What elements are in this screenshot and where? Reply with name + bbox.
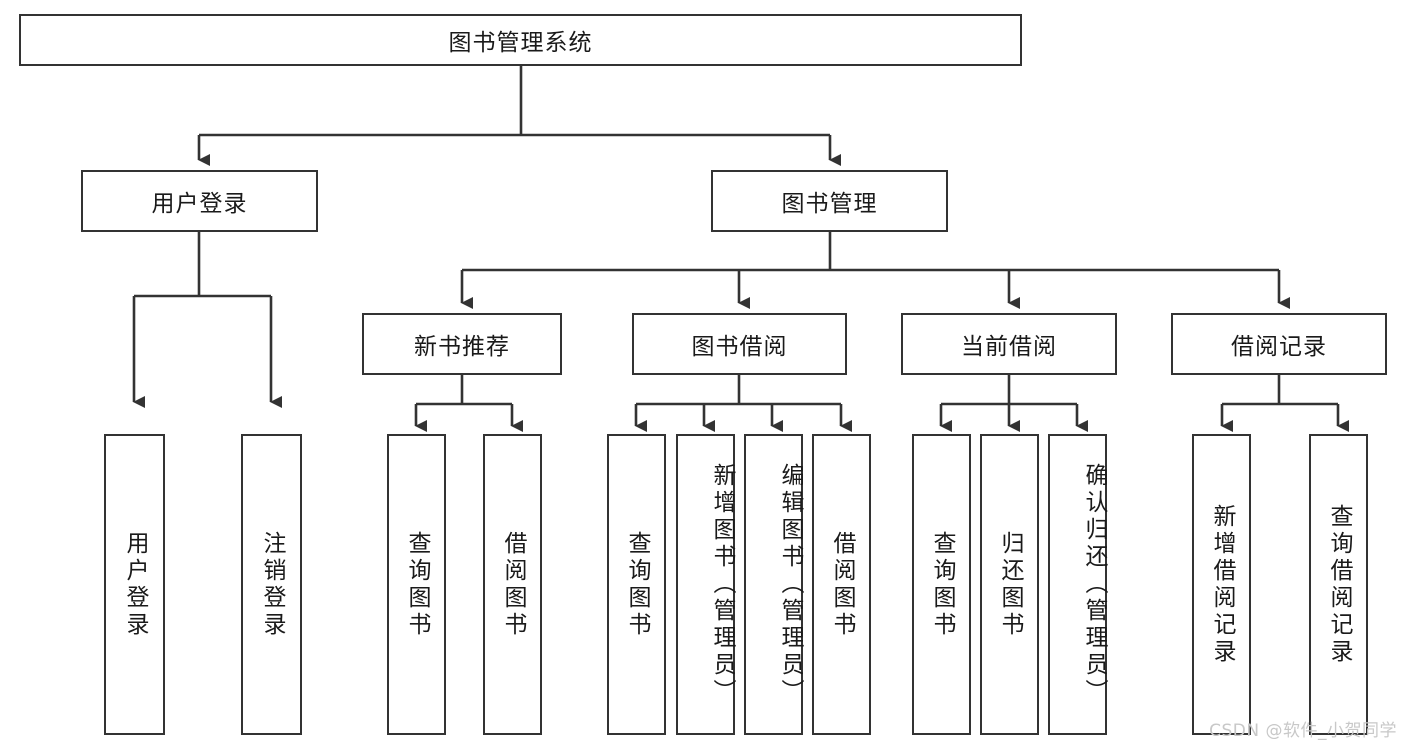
node-root-label: 图书管理系统: [448, 30, 593, 56]
leaf-return-book-label: 归还图书: [997, 530, 1023, 639]
node-root[interactable]: 图书管理系统: [19, 14, 1022, 66]
leaf-query-record-label: 查询借阅记录: [1326, 503, 1352, 666]
node-current-borrow-label: 当前借阅: [961, 334, 1057, 360]
node-borrow-record-label: 借阅记录: [1231, 334, 1327, 360]
leaf-add-book-label: 新增图书（管理员）: [709, 463, 735, 706]
leaf-add-record[interactable]: 新增借阅记录: [1192, 434, 1251, 735]
node-book-borrow-label: 图书借阅: [691, 334, 788, 360]
leaf-query-book-3-label: 查询图书: [929, 530, 955, 639]
node-user-login-label: 用户登录: [151, 191, 248, 217]
node-new-book-recommend-label: 新书推荐: [414, 334, 510, 360]
node-book-manage[interactable]: 图书管理: [711, 170, 948, 232]
leaf-query-book-2-label: 查询图书: [624, 530, 650, 639]
leaf-logout-label: 注销登录: [259, 530, 285, 639]
leaf-query-book-2[interactable]: 查询图书: [607, 434, 666, 735]
node-book-manage-label: 图书管理: [781, 191, 878, 217]
leaf-add-record-label: 新增借阅记录: [1209, 503, 1235, 666]
leaf-borrow-book-1-label: 借阅图书: [500, 530, 526, 639]
csdn-watermark: CSDN @软件_小贺同学: [1209, 721, 1397, 741]
leaf-edit-book-label: 编辑图书（管理员）: [777, 463, 803, 706]
leaf-user-login-label: 用户登录: [122, 530, 148, 639]
leaf-borrow-book-2-label: 借阅图书: [829, 530, 855, 639]
leaf-confirm-return[interactable]: 确认归还（管理员）: [1048, 434, 1107, 735]
leaf-borrow-book-1[interactable]: 借阅图书: [483, 434, 542, 735]
node-current-borrow[interactable]: 当前借阅: [901, 313, 1117, 375]
leaf-add-book[interactable]: 新增图书（管理员）: [676, 434, 735, 735]
leaf-user-login[interactable]: 用户登录: [104, 434, 165, 735]
leaf-logout[interactable]: 注销登录: [241, 434, 302, 735]
leaf-query-record[interactable]: 查询借阅记录: [1309, 434, 1368, 735]
leaf-query-book-1-label: 查询图书: [404, 530, 430, 639]
leaf-query-book-1[interactable]: 查询图书: [387, 434, 446, 735]
node-book-borrow[interactable]: 图书借阅: [632, 313, 847, 375]
node-new-book-recommend[interactable]: 新书推荐: [362, 313, 562, 375]
leaf-query-book-3[interactable]: 查询图书: [912, 434, 971, 735]
node-borrow-record[interactable]: 借阅记录: [1171, 313, 1387, 375]
leaf-confirm-return-label: 确认归还（管理员）: [1081, 463, 1107, 706]
leaf-return-book[interactable]: 归还图书: [980, 434, 1039, 735]
leaf-edit-book[interactable]: 编辑图书（管理员）: [744, 434, 803, 735]
node-user-login[interactable]: 用户登录: [81, 170, 318, 232]
leaf-borrow-book-2[interactable]: 借阅图书: [812, 434, 871, 735]
